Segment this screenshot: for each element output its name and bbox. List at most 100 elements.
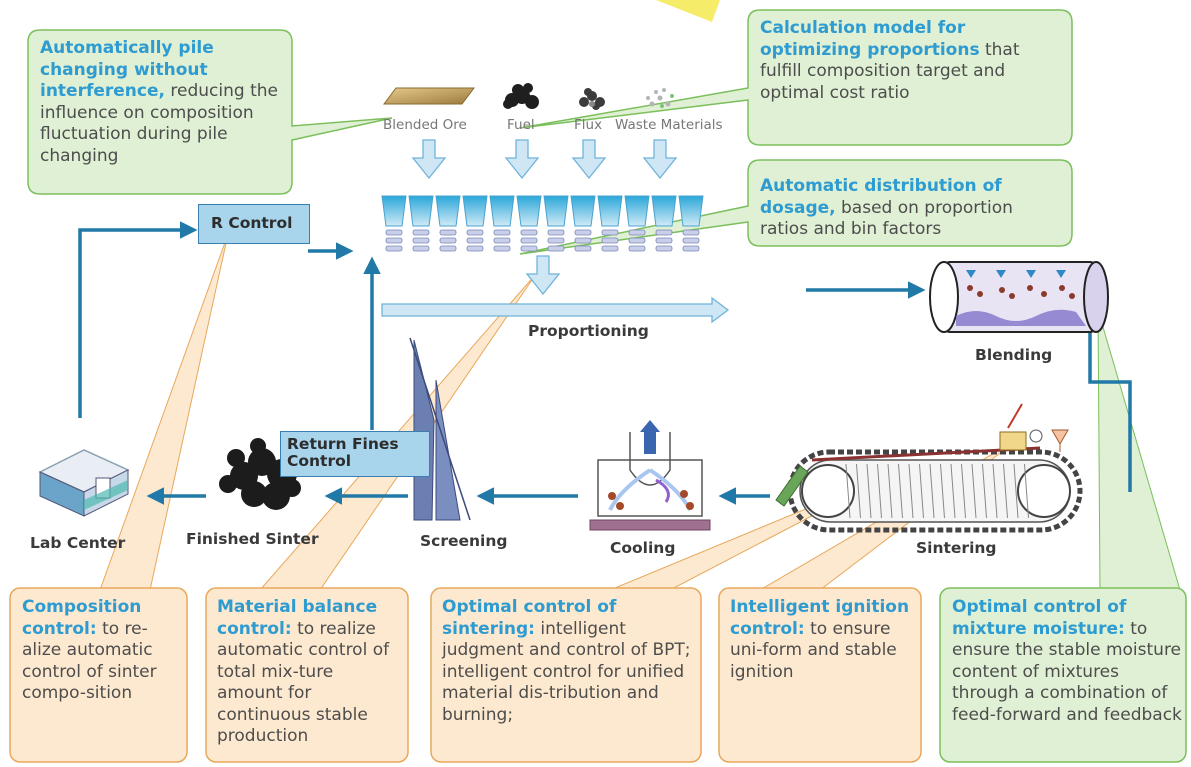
- sinter-pallet-rib: [950, 463, 956, 519]
- return-fines-control-box: Return Fines Control: [280, 431, 430, 477]
- bin-feeder: [466, 245, 484, 252]
- callout-pile-bold: Automatically pile changing without inte…: [40, 38, 214, 101]
- proportioning-bins: [381, 195, 704, 252]
- sinter-pallet-rib: [856, 463, 861, 519]
- feed-arrow-flux: [571, 139, 607, 180]
- flow-lab-to-r: [78, 221, 198, 418]
- finished-sinter-icon: [219, 438, 301, 510]
- bin-feeder: [682, 229, 700, 236]
- feed-arrow-fuel: [504, 139, 540, 180]
- callout-pile-shape: [27, 29, 393, 195]
- bin-feeder: [520, 237, 538, 244]
- sinter-pallet-rib: [866, 463, 872, 519]
- cooling-icon: [589, 420, 711, 531]
- bin-feeder: [574, 229, 592, 236]
- bin-hopper: [543, 195, 569, 227]
- callout-sintering-text: intelligent judgment and control of BPT;…: [442, 618, 691, 725]
- material-label-flux: Flux: [574, 117, 603, 133]
- callout-composition: Composition control: to re-alize automat…: [22, 597, 180, 705]
- callout-sintering: Optimal control of sintering: intelligen…: [442, 597, 696, 726]
- bin-feeder: [547, 245, 565, 252]
- callout-calc-shape: [519, 9, 1073, 146]
- bin-feeder: [655, 229, 673, 236]
- bin-feeder: [493, 229, 511, 236]
- blending-drum-icon: [929, 261, 1109, 333]
- callout-moisture-box: [939, 587, 1187, 763]
- stage-blending: Blending: [975, 346, 1053, 364]
- sinter-pallet-rib: [1013, 463, 1019, 519]
- sinter-pallet-rib: [898, 463, 903, 519]
- feed-arrow-waste: [642, 139, 678, 180]
- callout-composition-box: [9, 587, 188, 763]
- sinter-pallet-rib: [992, 463, 998, 519]
- flux-icon: [579, 88, 605, 110]
- callout-composition-text: to re-alize automatic control of sinter …: [22, 618, 157, 704]
- callout-moisture-bold: Optimal control of mixture moisture:: [952, 597, 1127, 639]
- bin-feeder: [682, 237, 700, 244]
- sinter-pallet-rib: [845, 463, 851, 519]
- callout-pile-text: reducing the influence on composition fl…: [40, 81, 278, 166]
- bin-feeder: [412, 237, 430, 244]
- bin-feeder: [601, 237, 619, 244]
- bin-hopper: [624, 195, 650, 227]
- callout-ignition-text: to ensure uni-form and stable ignition: [730, 618, 897, 682]
- callout-calc: Calculation model for optimizing proport…: [760, 18, 1065, 104]
- sintering-machine-icon: [775, 403, 1083, 533]
- stage-cooling: Cooling: [610, 539, 676, 557]
- bin-feeder: [628, 237, 646, 244]
- bin-feeder: [574, 237, 592, 244]
- bin-hopper: [408, 195, 434, 227]
- stage-screening: Screening: [420, 532, 508, 550]
- bin-feeder: [520, 245, 538, 252]
- feed-arrow-ore: [411, 139, 447, 180]
- bin-feeder: [466, 237, 484, 244]
- callout-moisture-text: to ensure the stable moisture content of…: [952, 618, 1182, 725]
- callout-material-box: [205, 587, 409, 763]
- bin-hopper: [489, 195, 515, 227]
- callout-composition-bold: Composition control:: [22, 597, 142, 639]
- bin-hopper: [381, 195, 407, 227]
- sinter-pallet-rib: [929, 463, 935, 519]
- stage-lab-center: Lab Center: [30, 534, 126, 552]
- feed-arrows: [411, 139, 678, 296]
- sinter-pallet-rib: [1024, 463, 1029, 519]
- callout-moisture: Optimal control of mixture moisture: to …: [952, 597, 1184, 726]
- proportioning-arrow: [381, 296, 730, 324]
- bin-feeder: [439, 229, 457, 236]
- r-control-box: R Control: [198, 204, 310, 244]
- callout-calc-bold: Calculation model for optimizing proport…: [760, 18, 980, 60]
- bin-feeder: [547, 229, 565, 236]
- bin-feeder: [493, 245, 511, 252]
- bin-feeder: [520, 229, 538, 236]
- bin-feeder: [601, 245, 619, 252]
- stage-sintering: Sintering: [916, 539, 997, 557]
- callout-sintering-box: [430, 587, 702, 763]
- callout-material: Material balance control: to realize aut…: [217, 597, 403, 748]
- return-fines-label-1: Return Fines: [287, 435, 399, 453]
- bin-feeder: [682, 245, 700, 252]
- callout-ignition-bold: Intelligent ignition control:: [730, 597, 910, 639]
- callout-material-text: to realize automatic control of total mi…: [217, 618, 390, 747]
- blended-ore-icon: [383, 87, 475, 105]
- stage-finished-sinter: Finished Sinter: [186, 530, 319, 548]
- sinter-pallet-rib: [908, 463, 914, 519]
- sinter-pallet-rib: [877, 463, 882, 519]
- sinter-pallet-rib: [919, 463, 924, 519]
- bin-feeder: [628, 245, 646, 252]
- bin-feeder: [493, 237, 511, 244]
- callout-dosage-bold: Automatic distribution of dosage,: [760, 176, 1002, 218]
- fuel-icon: [503, 83, 539, 109]
- bin-feeder: [439, 245, 457, 252]
- bin-hopper: [516, 195, 542, 227]
- waste-materials-icon: [646, 88, 674, 108]
- bin-feeder: [385, 245, 403, 252]
- feed-arrow-proportioning: [525, 255, 561, 296]
- callout-sintering-bold: Optimal control of sintering:: [442, 597, 617, 639]
- bin-feeder: [547, 237, 565, 244]
- callout-ignition-box: [718, 587, 922, 763]
- bin-hopper: [435, 195, 461, 227]
- stage-proportioning: Proportioning: [528, 322, 649, 340]
- material-label-fuel: Fuel: [507, 117, 535, 133]
- return-fines-label-2: Control: [287, 452, 352, 470]
